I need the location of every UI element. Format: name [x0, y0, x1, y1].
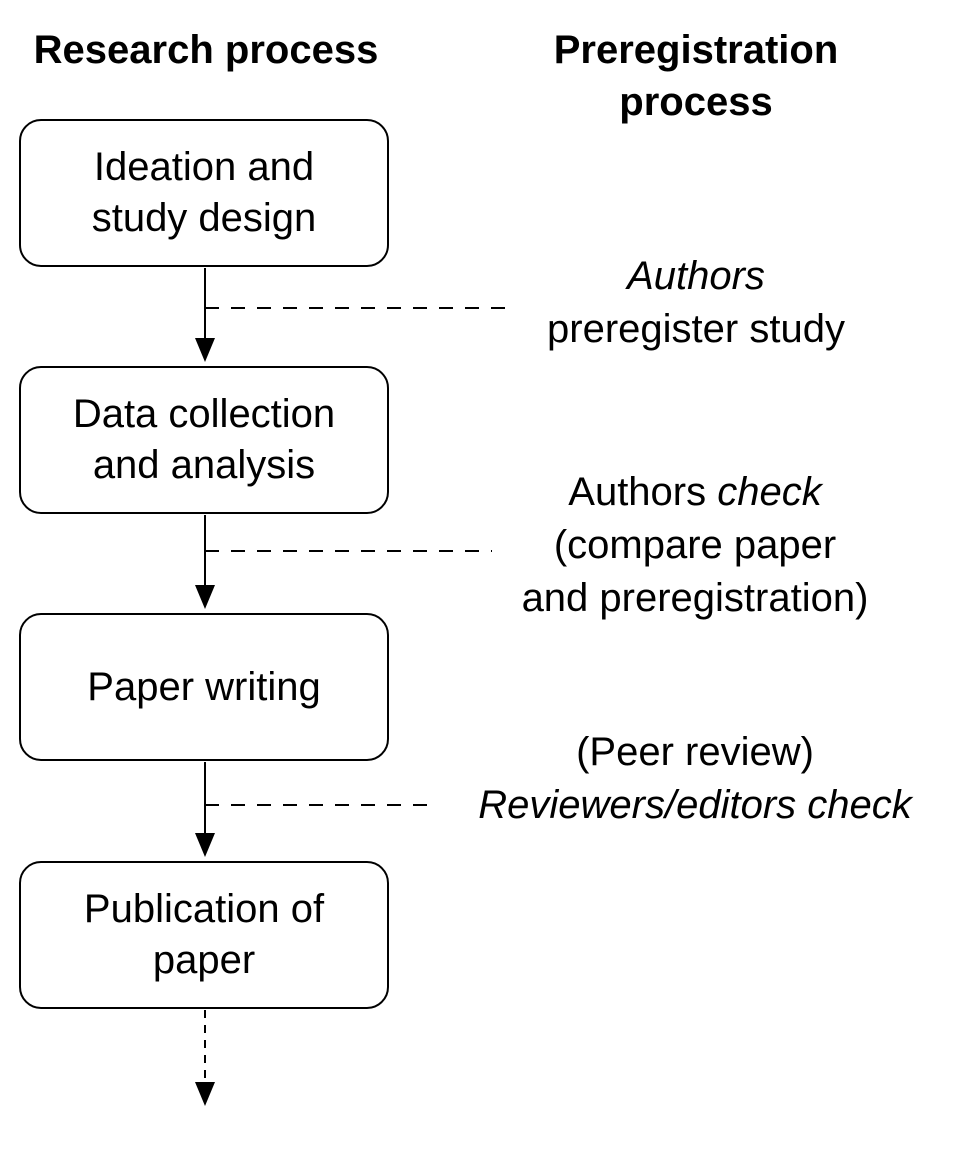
step-ideation-line2: study design	[91, 196, 317, 240]
preregistration-process-heading: Preregistration process	[520, 24, 872, 128]
note2-lead: Authors	[568, 470, 718, 514]
note1-italic: Authors	[627, 254, 765, 298]
note2-italic: check	[717, 470, 822, 514]
note2-line2: (compare paper	[553, 523, 837, 567]
note-authors-preregister: Authors preregister study	[500, 250, 892, 356]
preregistration-heading-line2: process	[619, 80, 773, 124]
note-peer-review: (Peer review) Reviewers/editors check	[440, 726, 950, 832]
preregistration-heading-line1: Preregistration	[553, 28, 839, 72]
note2-line3: and preregistration)	[521, 576, 869, 620]
step-data-line2: and analysis	[92, 443, 316, 487]
arrowhead-1	[195, 338, 215, 362]
step-paper-writing-box: Paper writing	[19, 613, 389, 761]
step-publication-line1: Publication of	[83, 887, 325, 931]
step-data-line1: Data collection	[72, 392, 336, 436]
step-publication-box: Publication of paper	[19, 861, 389, 1009]
note3-italic: Reviewers/editors check	[478, 783, 912, 827]
arrowhead-4	[195, 1082, 215, 1106]
note3-plain: (Peer review)	[576, 730, 814, 774]
step-ideation-line1: Ideation and	[93, 145, 315, 189]
note1-plain: preregister study	[547, 307, 845, 351]
step-publication-line2: paper	[152, 938, 256, 982]
arrowhead-2	[195, 585, 215, 609]
research-process-heading: Research process	[33, 28, 379, 72]
step-ideation-box: Ideation and study design	[19, 119, 389, 267]
step-data-collection-box: Data collection and analysis	[19, 366, 389, 514]
step-writing-line1: Paper writing	[87, 664, 321, 709]
note-authors-check: Authors check (compare paper and preregi…	[480, 466, 910, 625]
arrowhead-3	[195, 833, 215, 857]
